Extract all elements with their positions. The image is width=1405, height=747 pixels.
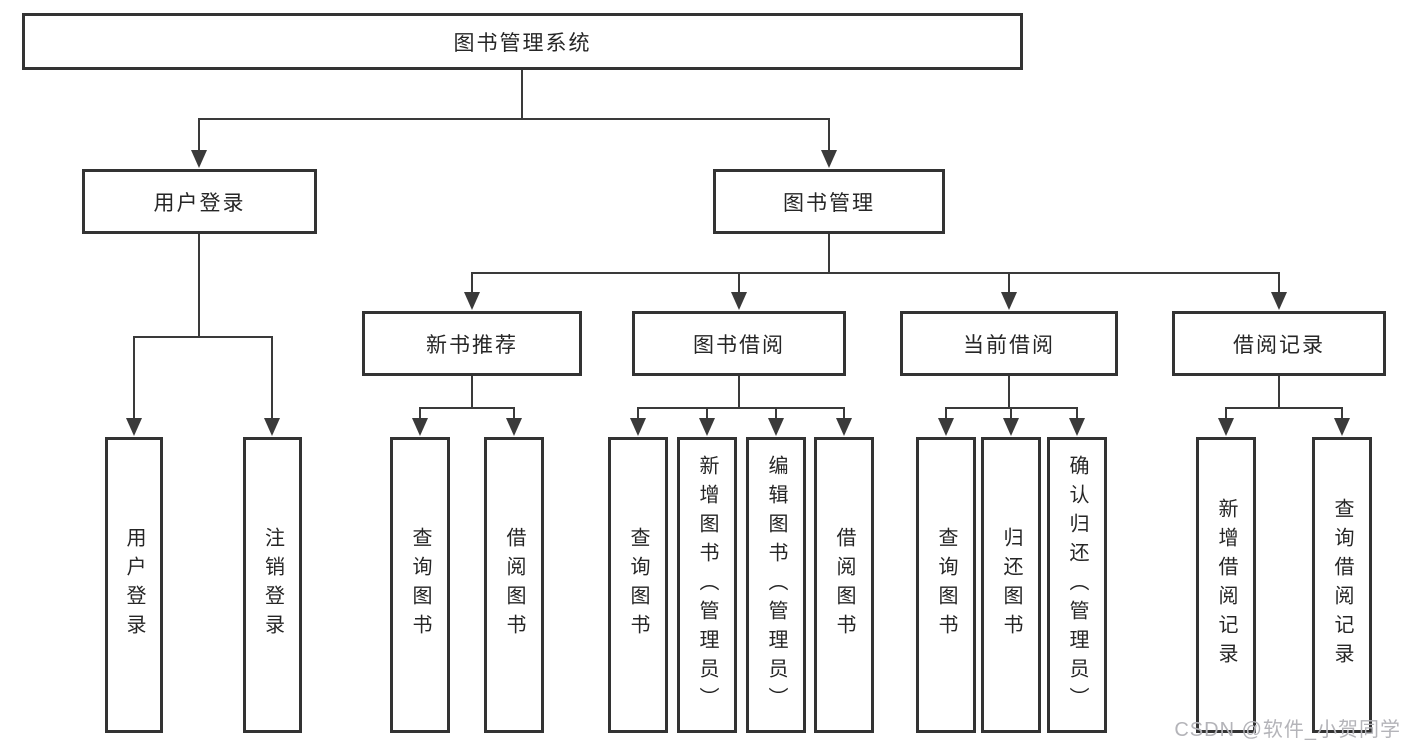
arrowhead-down-icon: [699, 418, 715, 436]
arrowhead-down-icon: [938, 418, 954, 436]
leaf-user-login-label: 用户登录: [123, 527, 145, 643]
connector-line: [1341, 407, 1343, 421]
leaf-query-book-recommend: 查询图书: [390, 437, 450, 733]
leaf-query-book-recommend-label: 查询图书: [409, 527, 431, 643]
connector-line: [471, 376, 473, 409]
connector-line: [828, 118, 830, 153]
arrowhead-down-icon: [836, 418, 852, 436]
leaf-query-borrow-record-label: 查询借阅记录: [1331, 498, 1353, 672]
connector-line: [1008, 272, 1010, 295]
arrowhead-down-icon: [191, 150, 207, 168]
connector-line: [1076, 407, 1078, 421]
connector-line: [198, 234, 200, 338]
leaf-add-borrow-record: 新增借阅记录: [1196, 437, 1256, 733]
connector-line: [738, 272, 740, 295]
node-current-borrowing-label: 当前借阅: [963, 333, 1055, 357]
arrowhead-down-icon: [264, 418, 280, 436]
connector-line: [271, 336, 273, 420]
arrowhead-down-icon: [1001, 292, 1017, 310]
connector-line: [843, 407, 845, 421]
connector-line: [198, 118, 830, 120]
leaf-query-borrow-record: 查询借阅记录: [1312, 437, 1372, 733]
leaf-borrow-book: 借阅图书: [814, 437, 874, 733]
leaf-edit-book-admin-label: 编辑图书（管理员）: [765, 454, 787, 716]
connector-line: [1278, 272, 1280, 295]
connector-line: [133, 336, 135, 420]
node-current-borrowing: 当前借阅: [900, 311, 1118, 376]
leaf-query-book-current: 查询图书: [916, 437, 976, 733]
arrowhead-down-icon: [768, 418, 784, 436]
connector-line: [133, 336, 273, 338]
connector-line: [471, 272, 473, 295]
node-book-management-label: 图书管理: [783, 191, 875, 215]
node-borrowing-records-label: 借阅记录: [1233, 333, 1325, 357]
arrowhead-down-icon: [126, 418, 142, 436]
node-new-book-recommend: 新书推荐: [362, 311, 582, 376]
leaf-confirm-return-admin-label: 确认归还（管理员）: [1066, 454, 1088, 716]
connector-line: [775, 407, 777, 421]
node-user-login-label: 用户登录: [153, 191, 246, 215]
leaf-query-book-borrowing-label: 查询图书: [627, 527, 649, 643]
arrowhead-down-icon: [821, 150, 837, 168]
connector-line: [419, 407, 515, 409]
arrowhead-down-icon: [1271, 292, 1287, 310]
leaf-borrow-book-recommend-label: 借阅图书: [503, 527, 525, 643]
connector-line: [637, 407, 845, 409]
arrowhead-down-icon: [464, 292, 480, 310]
leaf-borrow-book-label: 借阅图书: [833, 527, 855, 643]
leaf-add-borrow-record-label: 新增借阅记录: [1215, 498, 1237, 672]
connector-line: [637, 407, 639, 421]
leaf-user-login: 用户登录: [105, 437, 163, 733]
leaf-borrow-book-recommend: 借阅图书: [484, 437, 544, 733]
connector-line: [738, 376, 740, 409]
arrowhead-down-icon: [630, 418, 646, 436]
connector-line: [513, 407, 515, 421]
connector-line: [1278, 376, 1280, 409]
connector-line: [1225, 407, 1343, 409]
arrowhead-down-icon: [412, 418, 428, 436]
connector-line: [471, 272, 1280, 274]
arrowhead-down-icon: [506, 418, 522, 436]
node-new-book-recommend-label: 新书推荐: [426, 333, 518, 357]
arrowhead-down-icon: [1069, 418, 1085, 436]
leaf-add-book-admin-label: 新增图书（管理员）: [696, 454, 718, 716]
connector-line: [1008, 376, 1010, 409]
leaf-return-book: 归还图书: [981, 437, 1041, 733]
arrowhead-down-icon: [1334, 418, 1350, 436]
leaf-edit-book-admin: 编辑图书（管理员）: [746, 437, 806, 733]
arrowhead-down-icon: [1218, 418, 1234, 436]
leaf-logout: 注销登录: [243, 437, 302, 733]
connector-line: [828, 233, 830, 274]
connector-line: [198, 118, 200, 153]
connector-line: [1225, 407, 1227, 421]
leaf-confirm-return-admin: 确认归还（管理员）: [1047, 437, 1107, 733]
node-library-system: 图书管理系统: [22, 13, 1023, 70]
csdn-watermark: CSDN @软件_小贺同学: [1174, 719, 1401, 741]
connector-line: [1010, 407, 1012, 421]
node-borrowing-records: 借阅记录: [1172, 311, 1386, 376]
arrowhead-down-icon: [1003, 418, 1019, 436]
connector-line: [419, 407, 421, 421]
leaf-add-book-admin: 新增图书（管理员）: [677, 437, 737, 733]
node-book-borrowing-label: 图书借阅: [693, 333, 785, 357]
leaf-query-book-borrowing: 查询图书: [608, 437, 668, 733]
node-book-management: 图书管理: [713, 169, 945, 234]
node-book-borrowing: 图书借阅: [632, 311, 846, 376]
connector-line: [521, 70, 523, 119]
node-library-system-label: 图书管理系统: [453, 31, 592, 55]
node-user-login: 用户登录: [82, 169, 317, 234]
arrowhead-down-icon: [731, 292, 747, 310]
connector-line: [945, 407, 947, 421]
leaf-return-book-label: 归还图书: [1000, 527, 1022, 643]
leaf-logout-label: 注销登录: [261, 527, 284, 643]
leaf-query-book-current-label: 查询图书: [935, 527, 957, 643]
connector-line: [706, 407, 708, 421]
